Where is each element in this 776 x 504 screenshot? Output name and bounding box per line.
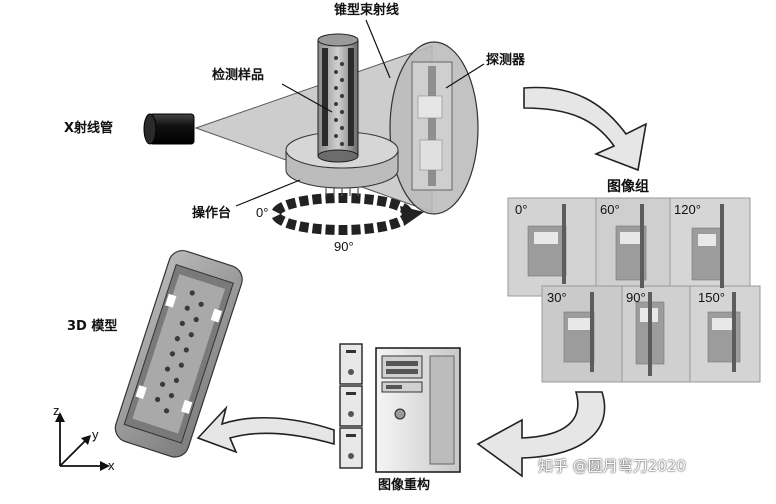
projection-label-150: 150°: [698, 290, 725, 305]
label-xray-tube: X射线管: [64, 121, 114, 136]
label-stage: 操作台: [192, 206, 232, 221]
rotation-start-angle: 0°: [256, 205, 269, 220]
rotation-arrow: [271, 188, 424, 235]
reconstruction-computer: [339, 343, 461, 473]
projection-label-60: 60°: [600, 202, 620, 217]
test-sample: [317, 33, 359, 163]
label-detector: 探测器: [486, 53, 526, 68]
xray-tube: [143, 113, 195, 145]
projection-label-30: 30°: [547, 290, 567, 305]
projection-label-90: 90°: [626, 290, 646, 305]
label-3d-model: 3D 模型: [67, 319, 118, 334]
arrow-to-image-set: [523, 86, 648, 172]
label-sample: 检测样品: [212, 68, 265, 83]
watermark: 知乎 @圆月弯刀2020: [538, 457, 686, 475]
projection-label-0: 0°: [515, 202, 528, 217]
axis-label-z: z: [53, 403, 60, 418]
rotation-end-angle: 90°: [334, 239, 354, 254]
axis-label-y: y: [92, 427, 99, 442]
arrow-to-3d-model: [196, 405, 335, 454]
projection-label-120: 120°: [674, 202, 701, 217]
label-cone-beam: 锥型束射线: [334, 3, 400, 18]
beam-lines-to-stage: [325, 188, 359, 196]
arrow-to-computer: [476, 391, 606, 478]
image-set: [507, 197, 761, 383]
axis-label-x: x: [108, 458, 115, 473]
detector: [389, 41, 479, 215]
3d-model: [114, 249, 243, 458]
label-reconstruction: 图像重构: [378, 478, 431, 493]
axes: [55, 412, 110, 471]
leader-lines: [235, 19, 485, 207]
label-image-set: 图像组: [607, 179, 649, 195]
sample-holes: [334, 56, 344, 146]
